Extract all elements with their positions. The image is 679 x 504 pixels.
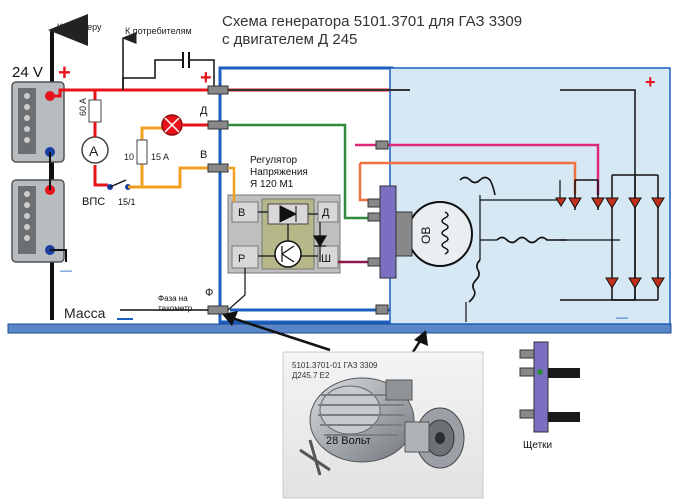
label-phase-line2: тахометр <box>158 304 193 313</box>
lamp-cross-b <box>164 117 180 133</box>
vps-switch-blade <box>109 179 127 188</box>
battery-plus: + <box>58 60 71 85</box>
fuse-60a <box>88 99 102 123</box>
title-line2: с двигателем Д 245 <box>222 31 357 48</box>
pink-wire <box>375 143 600 195</box>
ground-bar <box>7 323 672 334</box>
stator-winding-top <box>459 176 496 196</box>
label-vps: ВПС <box>82 196 105 208</box>
green-wire-d <box>228 123 370 220</box>
alternator-image <box>299 377 465 476</box>
rotor-shaft <box>395 211 413 257</box>
arrow-to-photo-left <box>231 316 331 352</box>
capacitor-wire <box>122 59 215 90</box>
brush-terminal-2 <box>367 212 381 222</box>
terminal-v-bolt <box>207 163 229 173</box>
rotor-coil <box>441 211 449 255</box>
rectifier-diodes <box>555 197 665 289</box>
rotor-field-winding <box>407 201 473 267</box>
generator-body <box>389 67 671 325</box>
terminal-plus-bolt <box>207 85 410 95</box>
generator-terminal-plus: + <box>200 67 212 89</box>
label-regulator-3: Я 120 М1 <box>250 179 294 190</box>
brush-terminal-1 <box>367 198 381 208</box>
label-voltage: 24 V <box>12 64 43 81</box>
label-to-starter: К стартеру <box>57 22 102 32</box>
field-diode <box>312 222 328 262</box>
terminal-d-bolt <box>207 120 229 130</box>
label-fuse-15: 15 A <box>151 152 169 162</box>
reg-terminal-r: Р <box>238 253 245 265</box>
title-line1: Схема генератора 5101.3701 для ГАЗ 3309 <box>222 13 522 30</box>
arrowhead-right <box>414 330 428 346</box>
brushes-detail <box>519 341 580 433</box>
reg-internal-wires <box>258 211 318 257</box>
terminal-box-top <box>375 140 389 150</box>
label-terminal-v: В <box>200 149 207 161</box>
reg-ground <box>227 268 246 311</box>
photo-label-line1: 5101.3701-01 ГАЗ 3309 <box>292 361 378 370</box>
reg-terminal-d: Д <box>322 207 330 219</box>
battery-top <box>11 81 65 163</box>
brush-terminal-3 <box>367 257 381 267</box>
photo-label-line2: Д245.7 Е2 <box>292 371 330 380</box>
reg-transistor-lines <box>281 245 295 263</box>
label-terminal-f: Ф <box>205 287 213 299</box>
ground-terminal <box>375 304 389 315</box>
orange-to-reg-b <box>228 166 236 202</box>
red-wire-battery <box>50 88 95 98</box>
fuse-15a <box>136 139 148 165</box>
generator-plus: + <box>645 72 656 92</box>
brush-holder <box>379 185 397 279</box>
label-fuse-10: 10 <box>124 152 134 162</box>
reg-terminal-sh-box <box>317 245 339 269</box>
generator-minus: — <box>616 310 628 324</box>
label-mass: Масса <box>64 305 106 321</box>
label-brushes: Щетки <box>523 440 552 451</box>
reg-diode-symbol <box>279 205 298 223</box>
battery-minus: — <box>60 263 72 277</box>
battery-bottom <box>11 179 65 263</box>
terminal-f-bolt <box>207 305 229 315</box>
label-regulator-1: Регулятор <box>250 155 297 166</box>
label-to-consumers: К потребителям <box>125 26 192 36</box>
reg-terminal-v: В <box>238 207 245 219</box>
stator-winding-right <box>496 236 567 244</box>
label-fuse-60: 60 A <box>78 98 88 116</box>
label-ov: ОВ <box>419 227 433 244</box>
label-regulator-2: Напряжения <box>250 167 308 178</box>
stator-winding-bottom <box>468 259 481 303</box>
battery-ground-wire <box>50 249 67 262</box>
label-terminal-d: Д <box>200 105 208 117</box>
reg-terminal-sh: Ш <box>321 253 331 265</box>
ammeter-label: A <box>89 143 99 159</box>
reg-transistor <box>274 240 302 268</box>
label-vps-pos: 15/1 <box>118 197 136 207</box>
arrowhead-left <box>222 311 238 326</box>
reg-terminal-d-box <box>317 201 339 223</box>
photo-volts-label: 28 Вольт <box>326 435 371 447</box>
label-phase-line1: Фаза на <box>158 294 188 303</box>
